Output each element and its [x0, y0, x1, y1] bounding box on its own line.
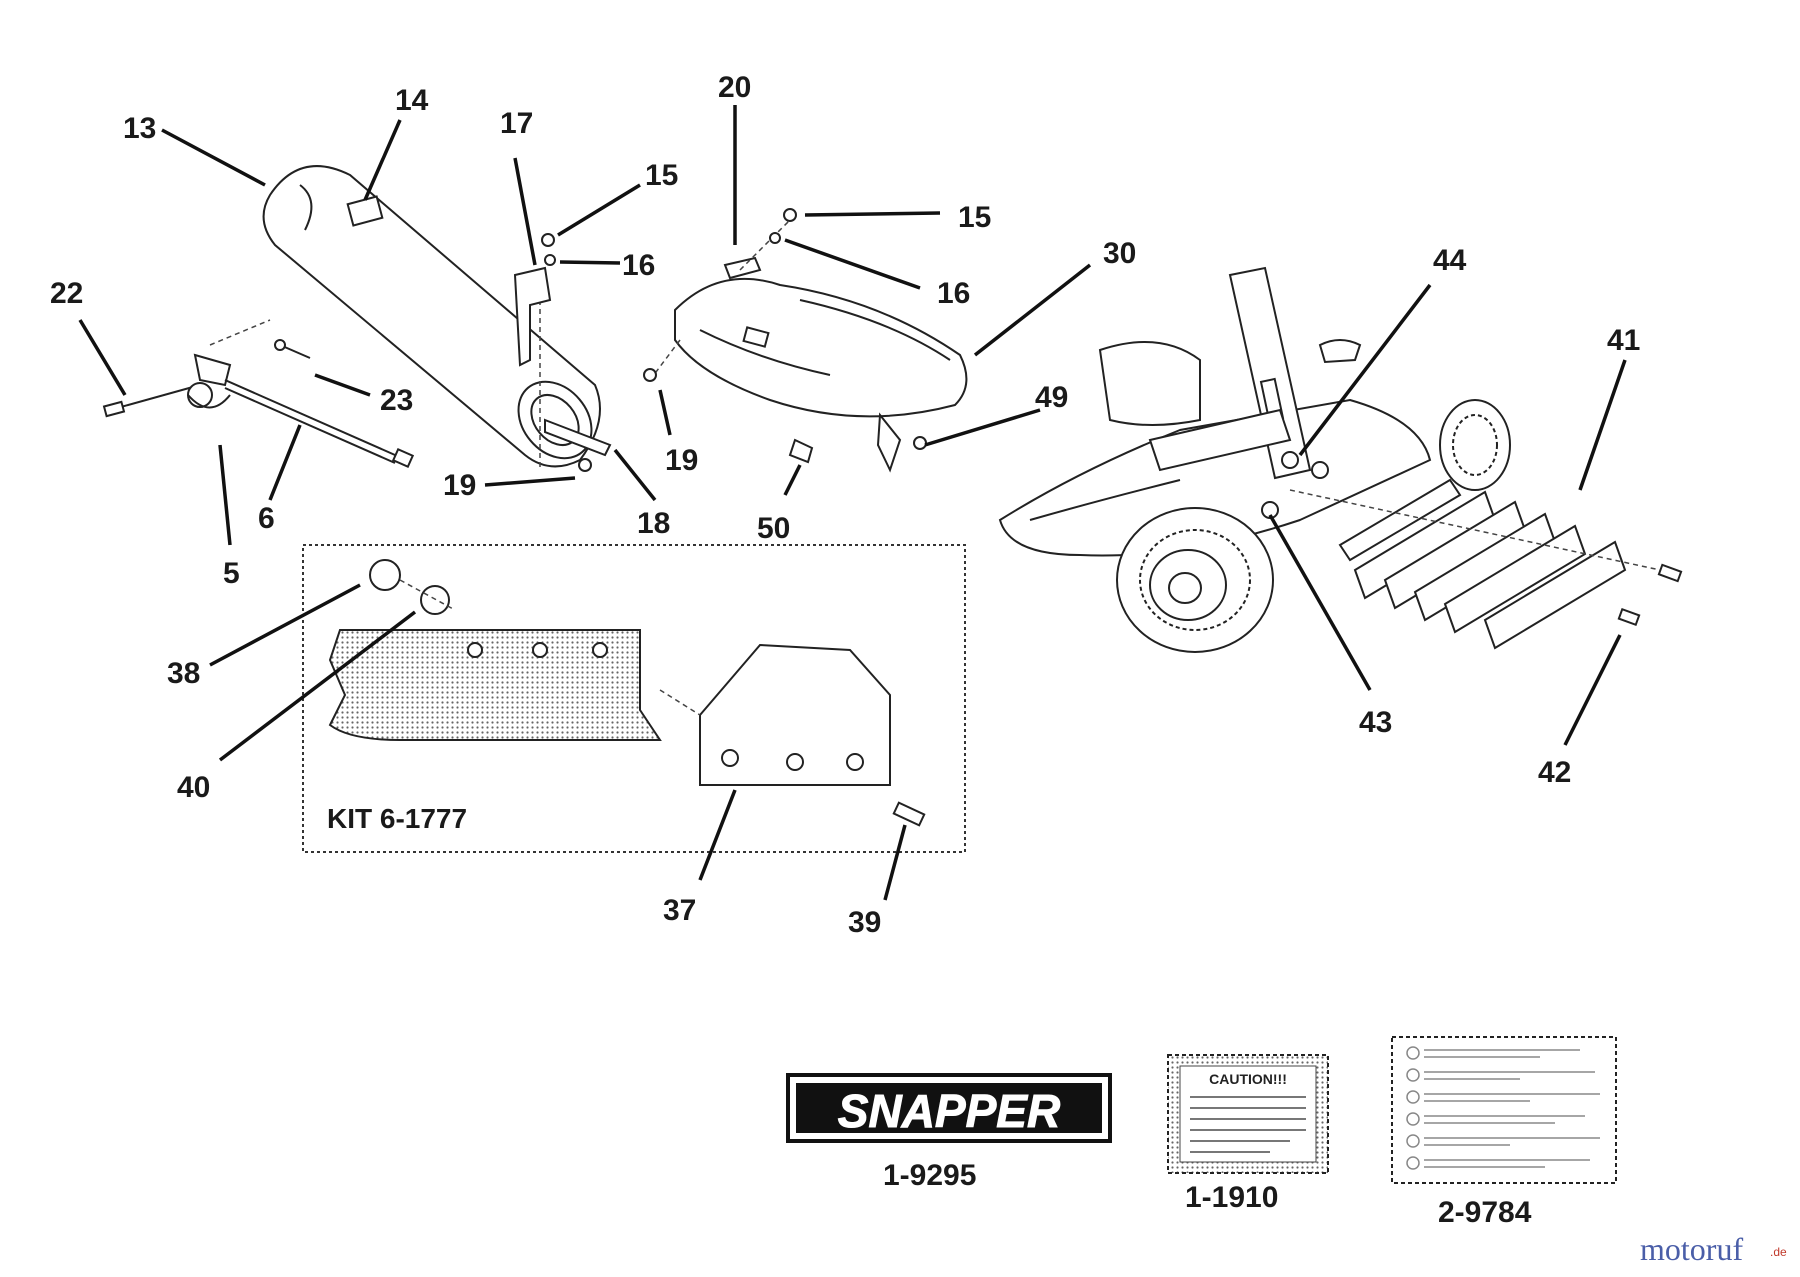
callout-19b: 19 [665, 444, 698, 477]
callout-22: 22 [50, 277, 83, 310]
callout-17: 17 [500, 107, 533, 140]
kit-label: KIT 6-1777 [327, 803, 467, 834]
leader-lines [78, 105, 1627, 901]
callout-39: 39 [848, 906, 881, 939]
callout-43: 43 [1359, 706, 1392, 739]
callout-37: 37 [663, 894, 696, 927]
callout-42: 42 [1538, 756, 1571, 789]
callout-23: 23 [380, 384, 413, 417]
callout-44: 44 [1433, 244, 1467, 277]
callout-16b: 16 [937, 277, 970, 310]
callout-41: 41 [1607, 324, 1640, 357]
callout-15b: 15 [958, 201, 991, 234]
callout-30: 30 [1103, 237, 1136, 270]
hardware [541, 208, 927, 472]
tube-bracket [513, 266, 612, 457]
caution-text-lines [1190, 1096, 1306, 1153]
callout-13: 13 [123, 112, 156, 145]
decal-instructions: 2-9784 [1391, 1036, 1617, 1229]
instruction-rows [1406, 1046, 1600, 1170]
callout-15a: 15 [645, 159, 678, 192]
callout-18: 18 [637, 507, 670, 540]
discharge-chute [649, 214, 968, 473]
decal-1-part-number: 1-9295 [883, 1159, 976, 1192]
front-wheel [1116, 507, 1274, 653]
decal-snapper: SNAPPER 1-9295 [786, 1073, 1112, 1192]
callout-40: 40 [177, 771, 210, 804]
decal-caution: CAUTION!!! 1-1910 [1167, 1054, 1329, 1214]
grille-slats [1289, 478, 1683, 650]
mount-hardware [1261, 451, 1329, 519]
kit-box: KIT 6-1777 [302, 544, 966, 853]
callout-labels: 13 14 17 20 15 15 16 16 30 22 23 6 5 19 … [50, 71, 1640, 939]
callout-49: 49 [1035, 381, 1068, 414]
snapper-logo-text: SNAPPER [838, 1085, 1060, 1137]
watermark-text: motoruf [1640, 1231, 1743, 1267]
decal-2-part-number: 1-1910 [1185, 1181, 1278, 1214]
rear-wheel [1439, 399, 1511, 491]
callout-14: 14 [395, 84, 429, 117]
rod-assembly [102, 319, 415, 469]
mower-deck [998, 266, 1432, 557]
callout-20: 20 [718, 71, 751, 104]
callout-5: 5 [223, 557, 240, 590]
callout-19a: 19 [443, 469, 476, 502]
decal-3-part-number: 2-9784 [1438, 1196, 1532, 1229]
watermark-suffix: .de [1770, 1245, 1787, 1259]
caution-heading: CAUTION!!! [1209, 1071, 1287, 1087]
callout-16a: 16 [622, 249, 655, 282]
callout-38: 38 [167, 657, 200, 690]
callout-6: 6 [258, 502, 275, 535]
callout-50: 50 [757, 512, 790, 545]
watermark-logo: motoruf .de [1640, 1231, 1787, 1267]
